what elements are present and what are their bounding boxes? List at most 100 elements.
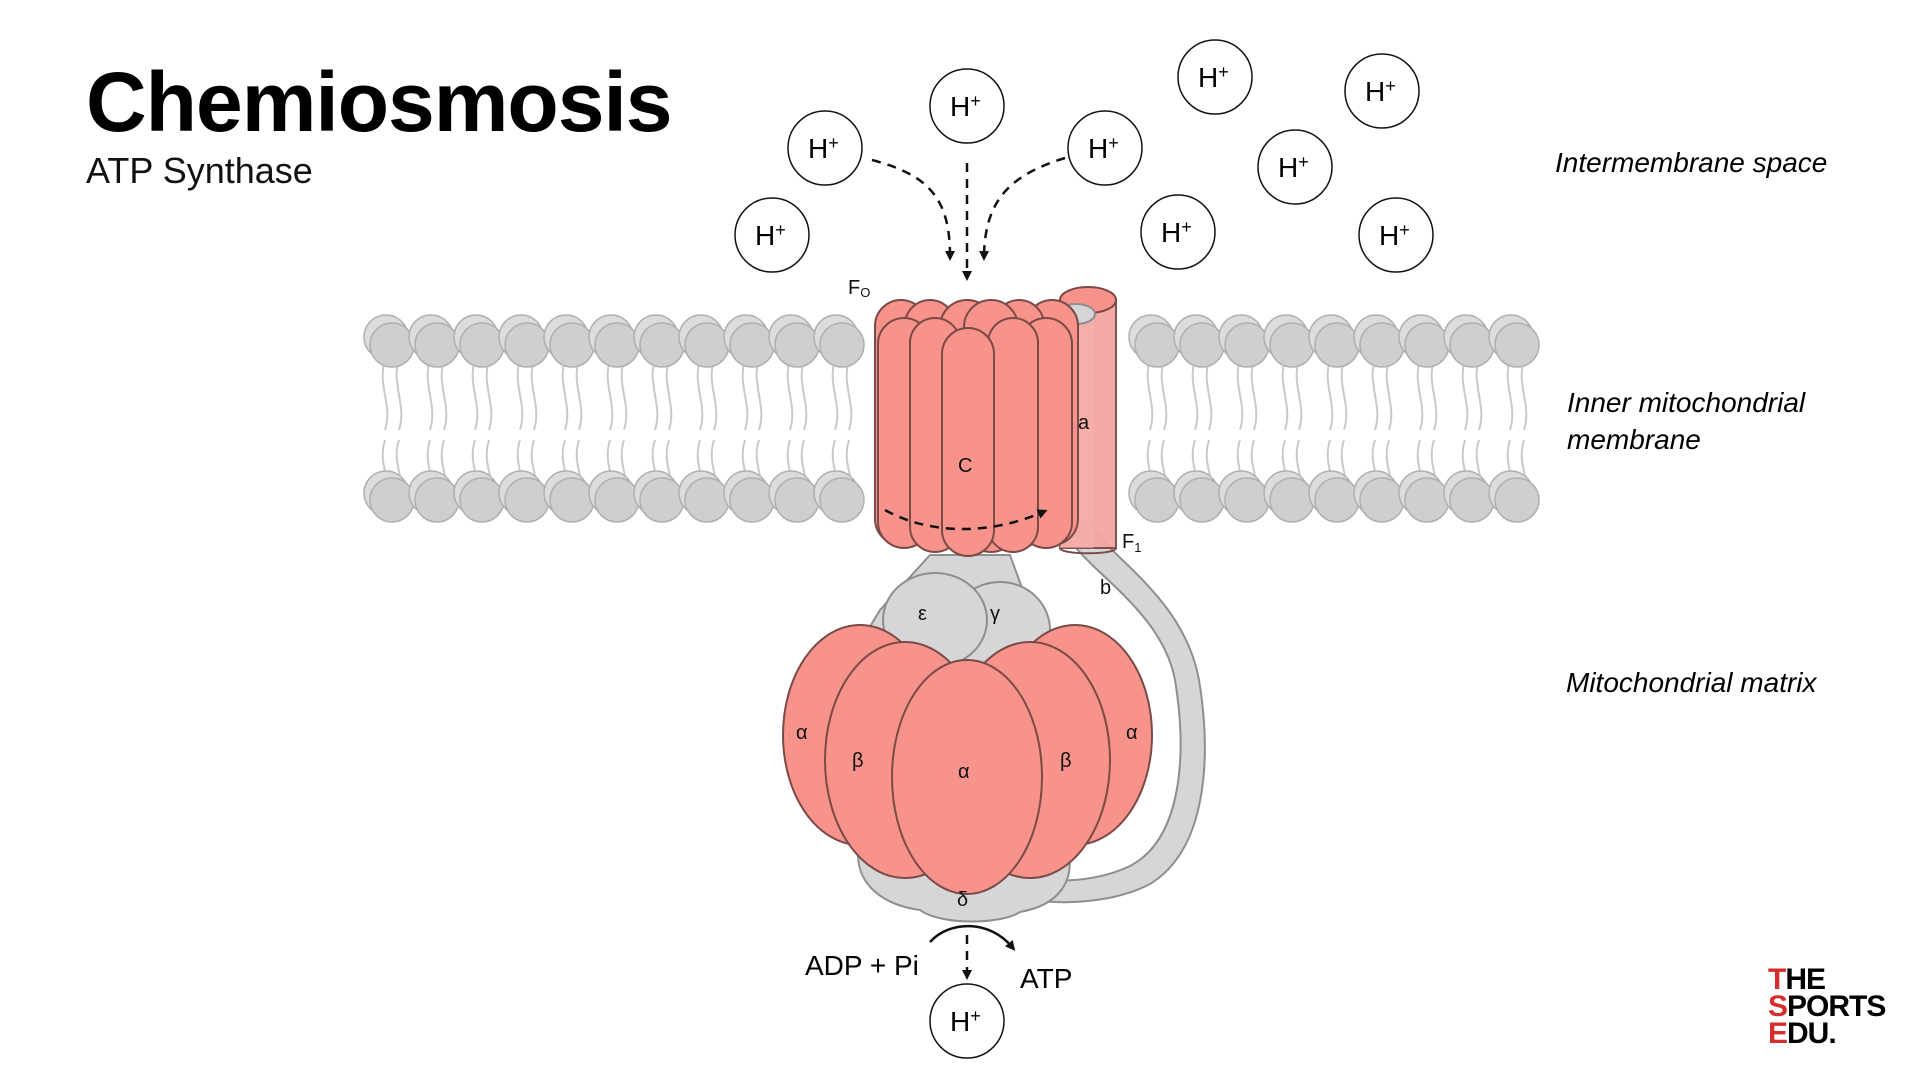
lipid-tail [516, 359, 524, 431]
proton-circle [929, 983, 1005, 1059]
label-a: a [1078, 412, 1090, 434]
lipid-head [684, 477, 730, 523]
label-atp: ATP [1020, 963, 1072, 994]
lipid-head [774, 322, 820, 368]
proton-h-plus: H+ [929, 983, 1005, 1059]
proton-label: H+ [1379, 220, 1410, 251]
proton-h-plus: H+ [734, 197, 810, 273]
lipid-head [639, 322, 685, 368]
proton-label: H+ [950, 91, 981, 122]
lipid-tail [1430, 359, 1438, 431]
lipid-tail [395, 359, 403, 431]
lipid-tail [1385, 359, 1393, 431]
lipid-head [1449, 477, 1495, 523]
lipid-head [729, 322, 775, 368]
lipid-tail [651, 359, 659, 431]
lipid-tail [665, 359, 673, 431]
proton-circle [1344, 53, 1420, 129]
proton-h-plus: H+ [1257, 129, 1333, 205]
lipid-tail [755, 359, 763, 431]
proton-h-plus: H+ [1177, 39, 1253, 115]
phospholipid-bilayer [363, 314, 1540, 523]
lipid-head [1404, 477, 1450, 523]
label-beta-right: β [1060, 750, 1072, 772]
lipid-head [1314, 322, 1360, 368]
lipid-head [369, 322, 415, 368]
lipid-tail [1205, 359, 1213, 431]
label-epsilon: ε [918, 603, 927, 625]
lipid-tail [606, 359, 614, 431]
lipid-tail [800, 359, 808, 431]
proton-h-plus: H+ [929, 68, 1005, 144]
lipid-head [1224, 322, 1270, 368]
lipid-tail [1416, 359, 1424, 431]
lipid-tail [1160, 359, 1168, 431]
lipid-tail [1506, 359, 1514, 431]
lipid-tail [696, 359, 704, 431]
lipid-tail [575, 359, 583, 431]
label-beta-left: β [852, 750, 864, 772]
proton-label: H+ [808, 133, 839, 164]
proton-label: H+ [1198, 62, 1229, 93]
lipid-tail [1250, 359, 1258, 431]
lipid-tail [1461, 359, 1469, 431]
lipid-head [594, 322, 640, 368]
subunit-alpha-center [891, 659, 1043, 895]
lipid-head [819, 322, 865, 368]
lipid-head [1494, 322, 1540, 368]
lipid-head [369, 477, 415, 523]
lipid-tail [530, 359, 538, 431]
lipid-head [729, 477, 775, 523]
lipid-tail [786, 359, 794, 431]
lipid-tail [845, 359, 853, 431]
lipid-tail [1340, 359, 1348, 431]
label-inner-membrane: Inner mitochondrial membrane [1567, 384, 1805, 458]
proton-circle [929, 68, 1005, 144]
lipid-head [1269, 322, 1315, 368]
label-gamma: γ [990, 603, 1000, 625]
c-subunit-cylinder [941, 327, 995, 557]
label-inner-membrane-line1: Inner mitochondrial [1567, 387, 1806, 418]
lipid-head [1314, 477, 1360, 523]
lipid-tail [620, 359, 628, 431]
lipid-head [1224, 477, 1270, 523]
lipid-tail [1281, 359, 1289, 431]
lipid-tail [1191, 359, 1199, 431]
label-b: b [1100, 577, 1111, 599]
lipid-head [504, 322, 550, 368]
proton-h-plus: H+ [1067, 110, 1143, 186]
proton-label: H+ [1278, 152, 1309, 183]
lipid-tail [1475, 359, 1483, 431]
label-c: C [958, 455, 972, 477]
label-intermembrane-space: Intermembrane space [1555, 147, 1828, 178]
lipid-tail [1371, 359, 1379, 431]
rotation-arrow [884, 508, 1048, 531]
lipid-tail [741, 359, 749, 431]
lipid-head [1134, 477, 1180, 523]
lipid-head [414, 477, 460, 523]
label-fo: FO [848, 277, 870, 300]
lipid-head [1179, 477, 1225, 523]
c-subunit-cylinder [987, 317, 1039, 553]
lipid-head [684, 322, 730, 368]
lipid-head [1494, 477, 1540, 523]
proton-flow-arrow-left [871, 158, 955, 261]
lipid-tail [426, 359, 434, 431]
proton-circle [787, 110, 863, 186]
lipid-tail [561, 359, 569, 431]
lipid-tail [471, 359, 479, 431]
label-inner-membrane-line2: membrane [1567, 424, 1701, 455]
lipid-tail [710, 359, 718, 431]
lipid-head [459, 322, 505, 368]
label-mitochondrial-matrix: Mitochondrial matrix [1566, 667, 1817, 698]
lipid-tail [1146, 359, 1154, 431]
proton-h-plus: H+ [1140, 194, 1216, 270]
proton-h-plus: H+ [787, 110, 863, 186]
c-ring [874, 299, 1079, 557]
lipid-head [1359, 477, 1405, 523]
lipid-head [774, 477, 820, 523]
proton-circle [1177, 39, 1253, 115]
lipid-head [1449, 322, 1495, 368]
label-alpha-left: α [796, 722, 808, 744]
